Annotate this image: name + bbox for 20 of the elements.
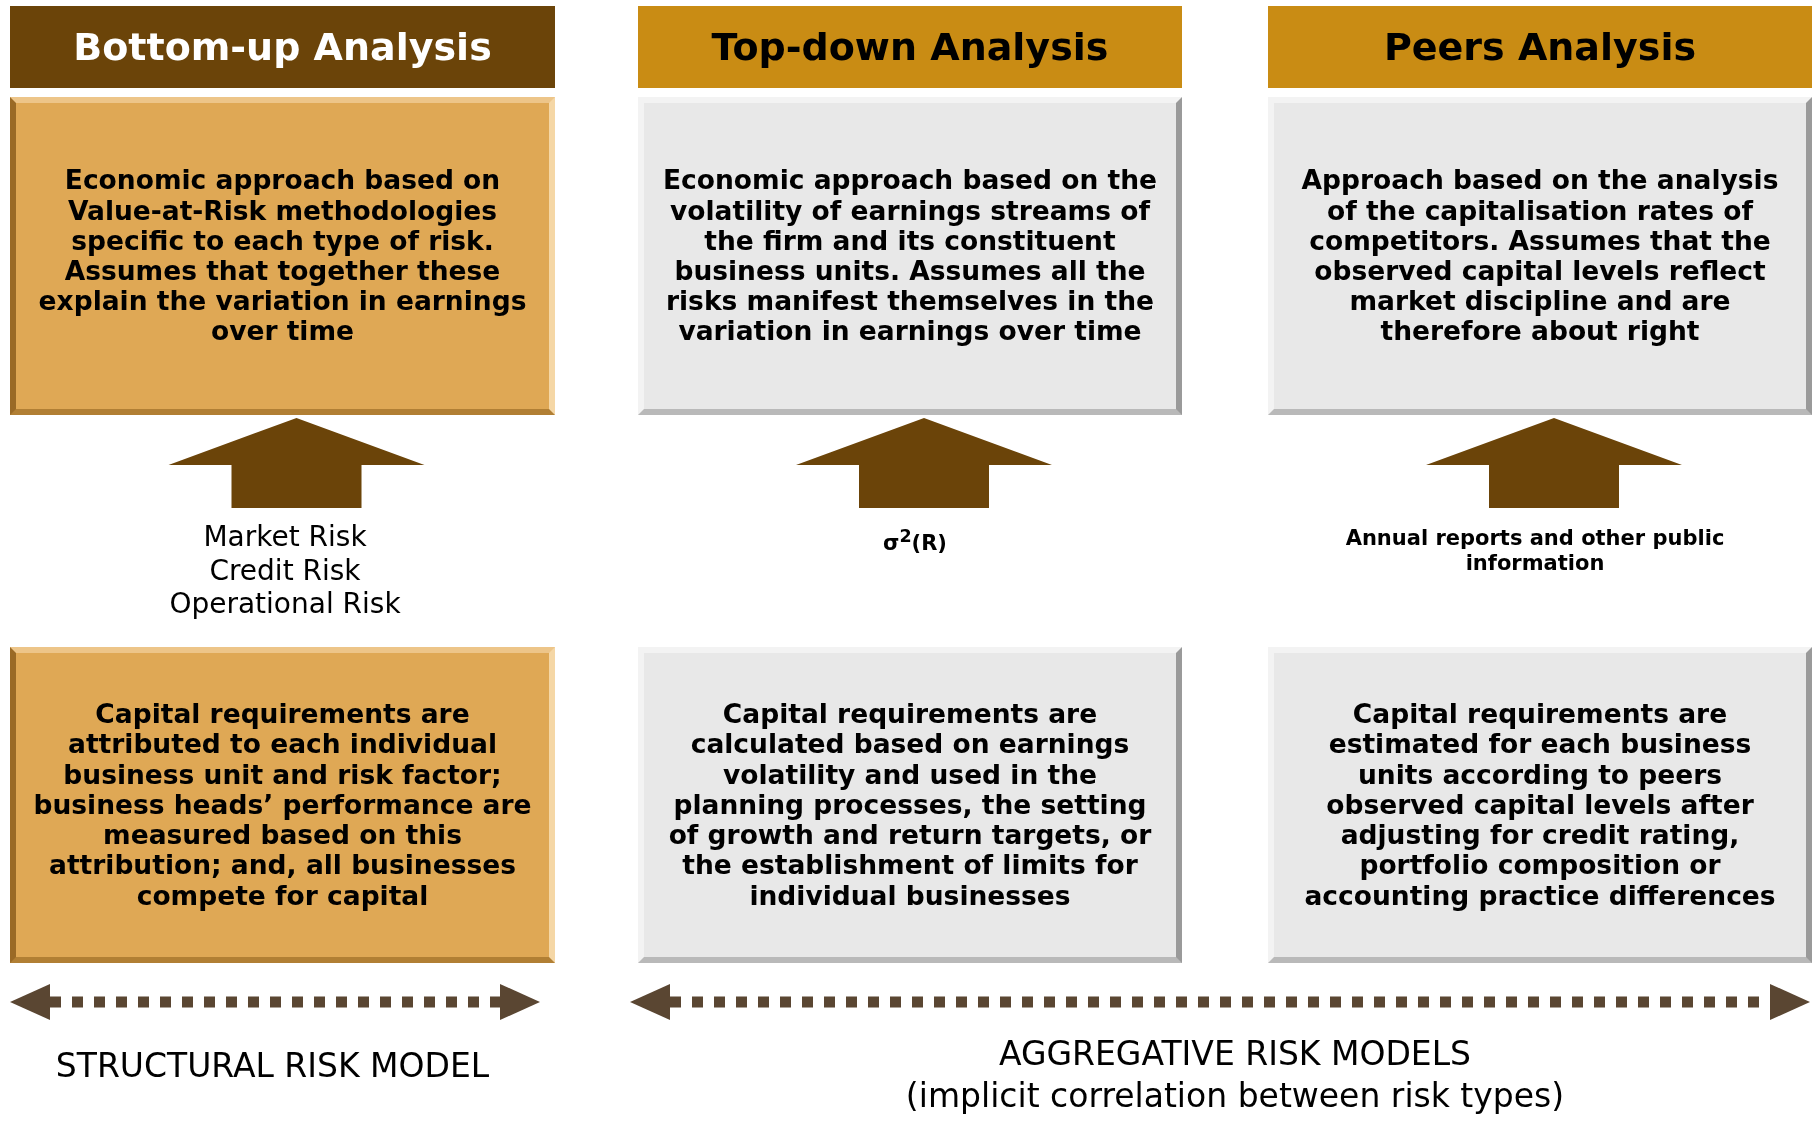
column-header: Top-down Analysis	[638, 6, 1182, 88]
caption-text: Credit Risk	[209, 553, 361, 588]
block-arrow	[1426, 418, 1682, 508]
caption-text: σ$^{2}$(R)	[883, 526, 947, 557]
group-label: AGGREGATIVE RISK MODELS	[997, 1036, 1473, 1073]
block-arrow	[168, 418, 425, 508]
column-header: Bottom-up Analysis	[10, 6, 555, 88]
caption-text: Market Risk	[203, 520, 367, 554]
caption-text: Annual reports and other public information	[1344, 526, 1726, 577]
group-label: STRUCTURAL RISK MODEL	[54, 1048, 491, 1085]
text-panel: Economic approach based on Value-at-Risk methodologies specific to each type of risk. Assumes that together these explain the variation in earnings over time	[10, 97, 555, 415]
text-panel: Economic approach based on the volatility of earnings streams of the firm and its constituent business units. Assumes all the risks manifest themselves in the variation in earnings over time	[638, 97, 1182, 415]
block-arrow	[796, 418, 1052, 508]
text-panel: Approach based on the analysis of the capitalisation rates of competitors. Assumes that the observed capital levels reflect market discipline and are therefore about right	[1268, 97, 1812, 415]
group-label: (implicit correlation between risk types)	[904, 1078, 1566, 1115]
caption-text: Operational Risk	[169, 587, 401, 621]
text-panel: Capital requirements are calculated based on earnings volatility and used in the planning processes, the setting of growth and return targets, or the establishment of limits for individual businesses	[638, 647, 1182, 963]
column-header: Peers Analysis	[1268, 6, 1812, 88]
text-panel: Capital requirements are estimated for each business units according to peers observed capital levels after adjusting for credit rating, portfolio composition or accounting practice differences	[1268, 647, 1812, 963]
text-panel: Capital requirements are attributed to each individual business unit and risk factor; business heads’ performance are measured based on this attribution; and, all businesses compete for capital	[10, 647, 555, 963]
